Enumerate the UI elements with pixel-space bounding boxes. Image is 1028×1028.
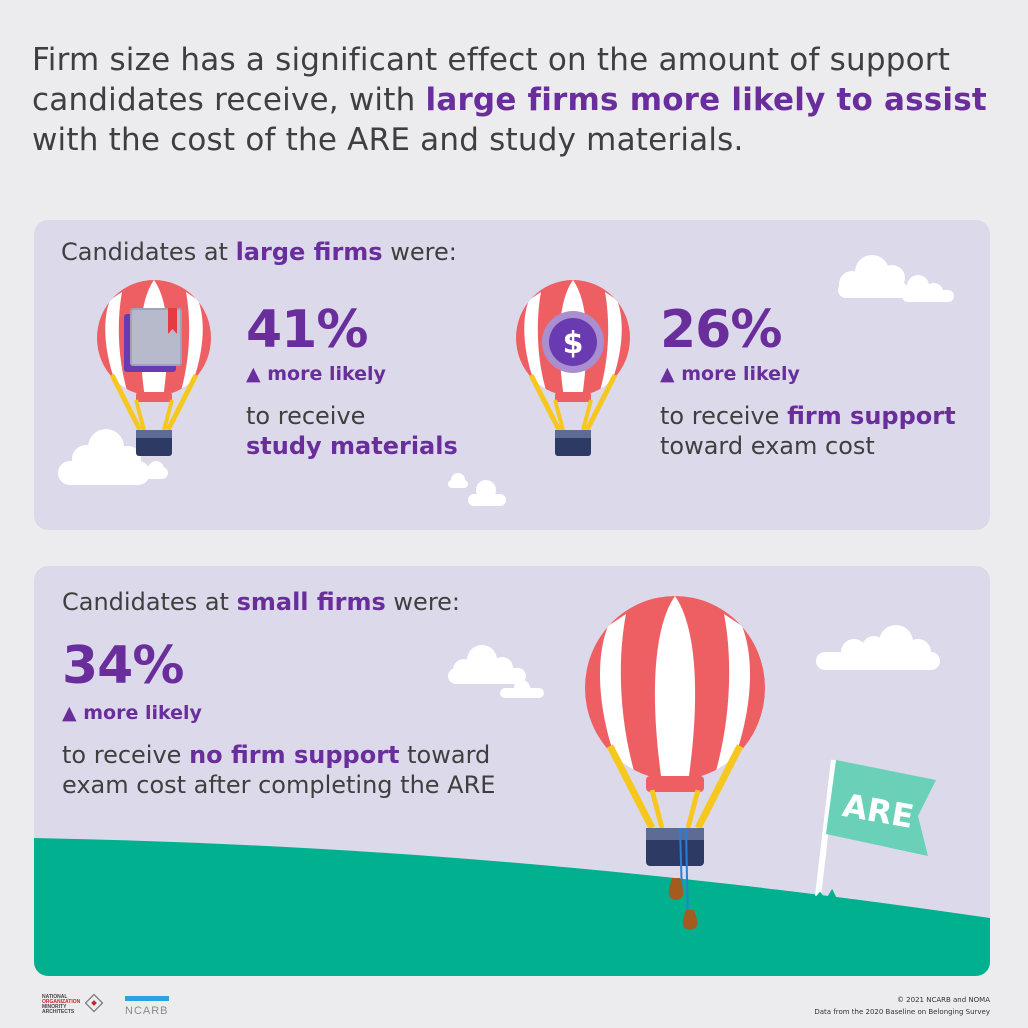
- flag-icon: ARE: [810, 759, 936, 907]
- small-firms-panel: Candidates at small firms were: 34% ▲ mo…: [34, 566, 990, 976]
- balloon-book-icon: [97, 280, 211, 456]
- stat-desc-line: to receive firm support: [660, 401, 956, 431]
- large-firms-intro: Candidates at large firms were:: [61, 238, 457, 266]
- stat-value: 34%: [62, 636, 184, 696]
- stat-description: to receive study materials: [246, 401, 458, 461]
- stat-value: 26%: [660, 300, 782, 360]
- stat-desc-line: to receive no firm support toward: [62, 740, 495, 770]
- ground-hill: [34, 838, 990, 976]
- headline-part2: with the cost of the ARE and study mater…: [32, 122, 744, 158]
- stat-description: to receive firm support toward exam cost: [660, 401, 956, 461]
- svg-text:$: $: [563, 326, 584, 361]
- stat-desc-text: toward: [399, 741, 491, 769]
- cloud-icon: [816, 625, 940, 670]
- stat-more-likely: ▲ more likely: [660, 363, 800, 385]
- stat-desc-highlight: study materials: [246, 432, 458, 460]
- stat-desc-line: to receive: [246, 402, 366, 430]
- cloud-icon: [838, 255, 954, 302]
- stat-description: to receive no firm support toward exam c…: [62, 740, 495, 800]
- intro-highlight: small firms: [236, 588, 386, 616]
- cloud-icon: [448, 645, 544, 698]
- intro-text-end: were:: [385, 588, 461, 616]
- svg-text:MINORITY: MINORITY: [42, 1004, 67, 1010]
- stat-desc-text: to receive: [660, 402, 788, 430]
- small-firms-intro: Candidates at small firms were:: [62, 588, 460, 616]
- noma-logo: NATIONAL ORGANIZATION MINORITY ARCHITECT…: [42, 993, 104, 1014]
- headline: Firm size has a significant effect on th…: [32, 40, 1002, 160]
- data-source: Data from the 2020 Baseline on Belonging…: [814, 1008, 990, 1016]
- stat-desc-highlight: no firm support: [189, 741, 400, 769]
- stat-desc-line: toward exam cost: [660, 432, 875, 460]
- stat-desc-text: to receive: [62, 741, 190, 769]
- copyright: © 2021 NCARB and NOMA: [896, 996, 990, 1004]
- ncarb-logo: NCARB: [125, 996, 169, 1016]
- stat-desc-highlight: firm support: [787, 402, 956, 430]
- balloon-large-icon: [585, 596, 765, 930]
- intro-text: Candidates at: [61, 238, 236, 266]
- cloud-icon: [448, 473, 506, 506]
- intro-text-end: were:: [382, 238, 457, 266]
- intro-highlight: large firms: [235, 238, 383, 266]
- stat-desc-line: exam cost after completing the ARE: [62, 771, 496, 799]
- cloud-icon: [58, 429, 168, 485]
- stat-value: 41%: [246, 300, 368, 360]
- stat-more-likely: ▲ more likely: [246, 363, 386, 385]
- svg-text:NATIONAL: NATIONAL: [42, 994, 67, 1000]
- headline-highlight: large firms more likely to assist: [425, 82, 987, 118]
- intro-text: Candidates at: [62, 588, 237, 616]
- svg-text:ARCHITECTS: ARCHITECTS: [42, 1009, 75, 1014]
- svg-text:ORGANIZATION: ORGANIZATION: [42, 999, 81, 1005]
- headline-part1: Firm size has a significant effect on th…: [32, 42, 951, 118]
- balloon-dollar-icon: $: [516, 280, 630, 456]
- stat-more-likely: ▲ more likely: [62, 702, 202, 724]
- large-firms-panel: Candidates at large firms were:: [34, 220, 990, 530]
- ncarb-logo-text: NCARB: [125, 1005, 169, 1016]
